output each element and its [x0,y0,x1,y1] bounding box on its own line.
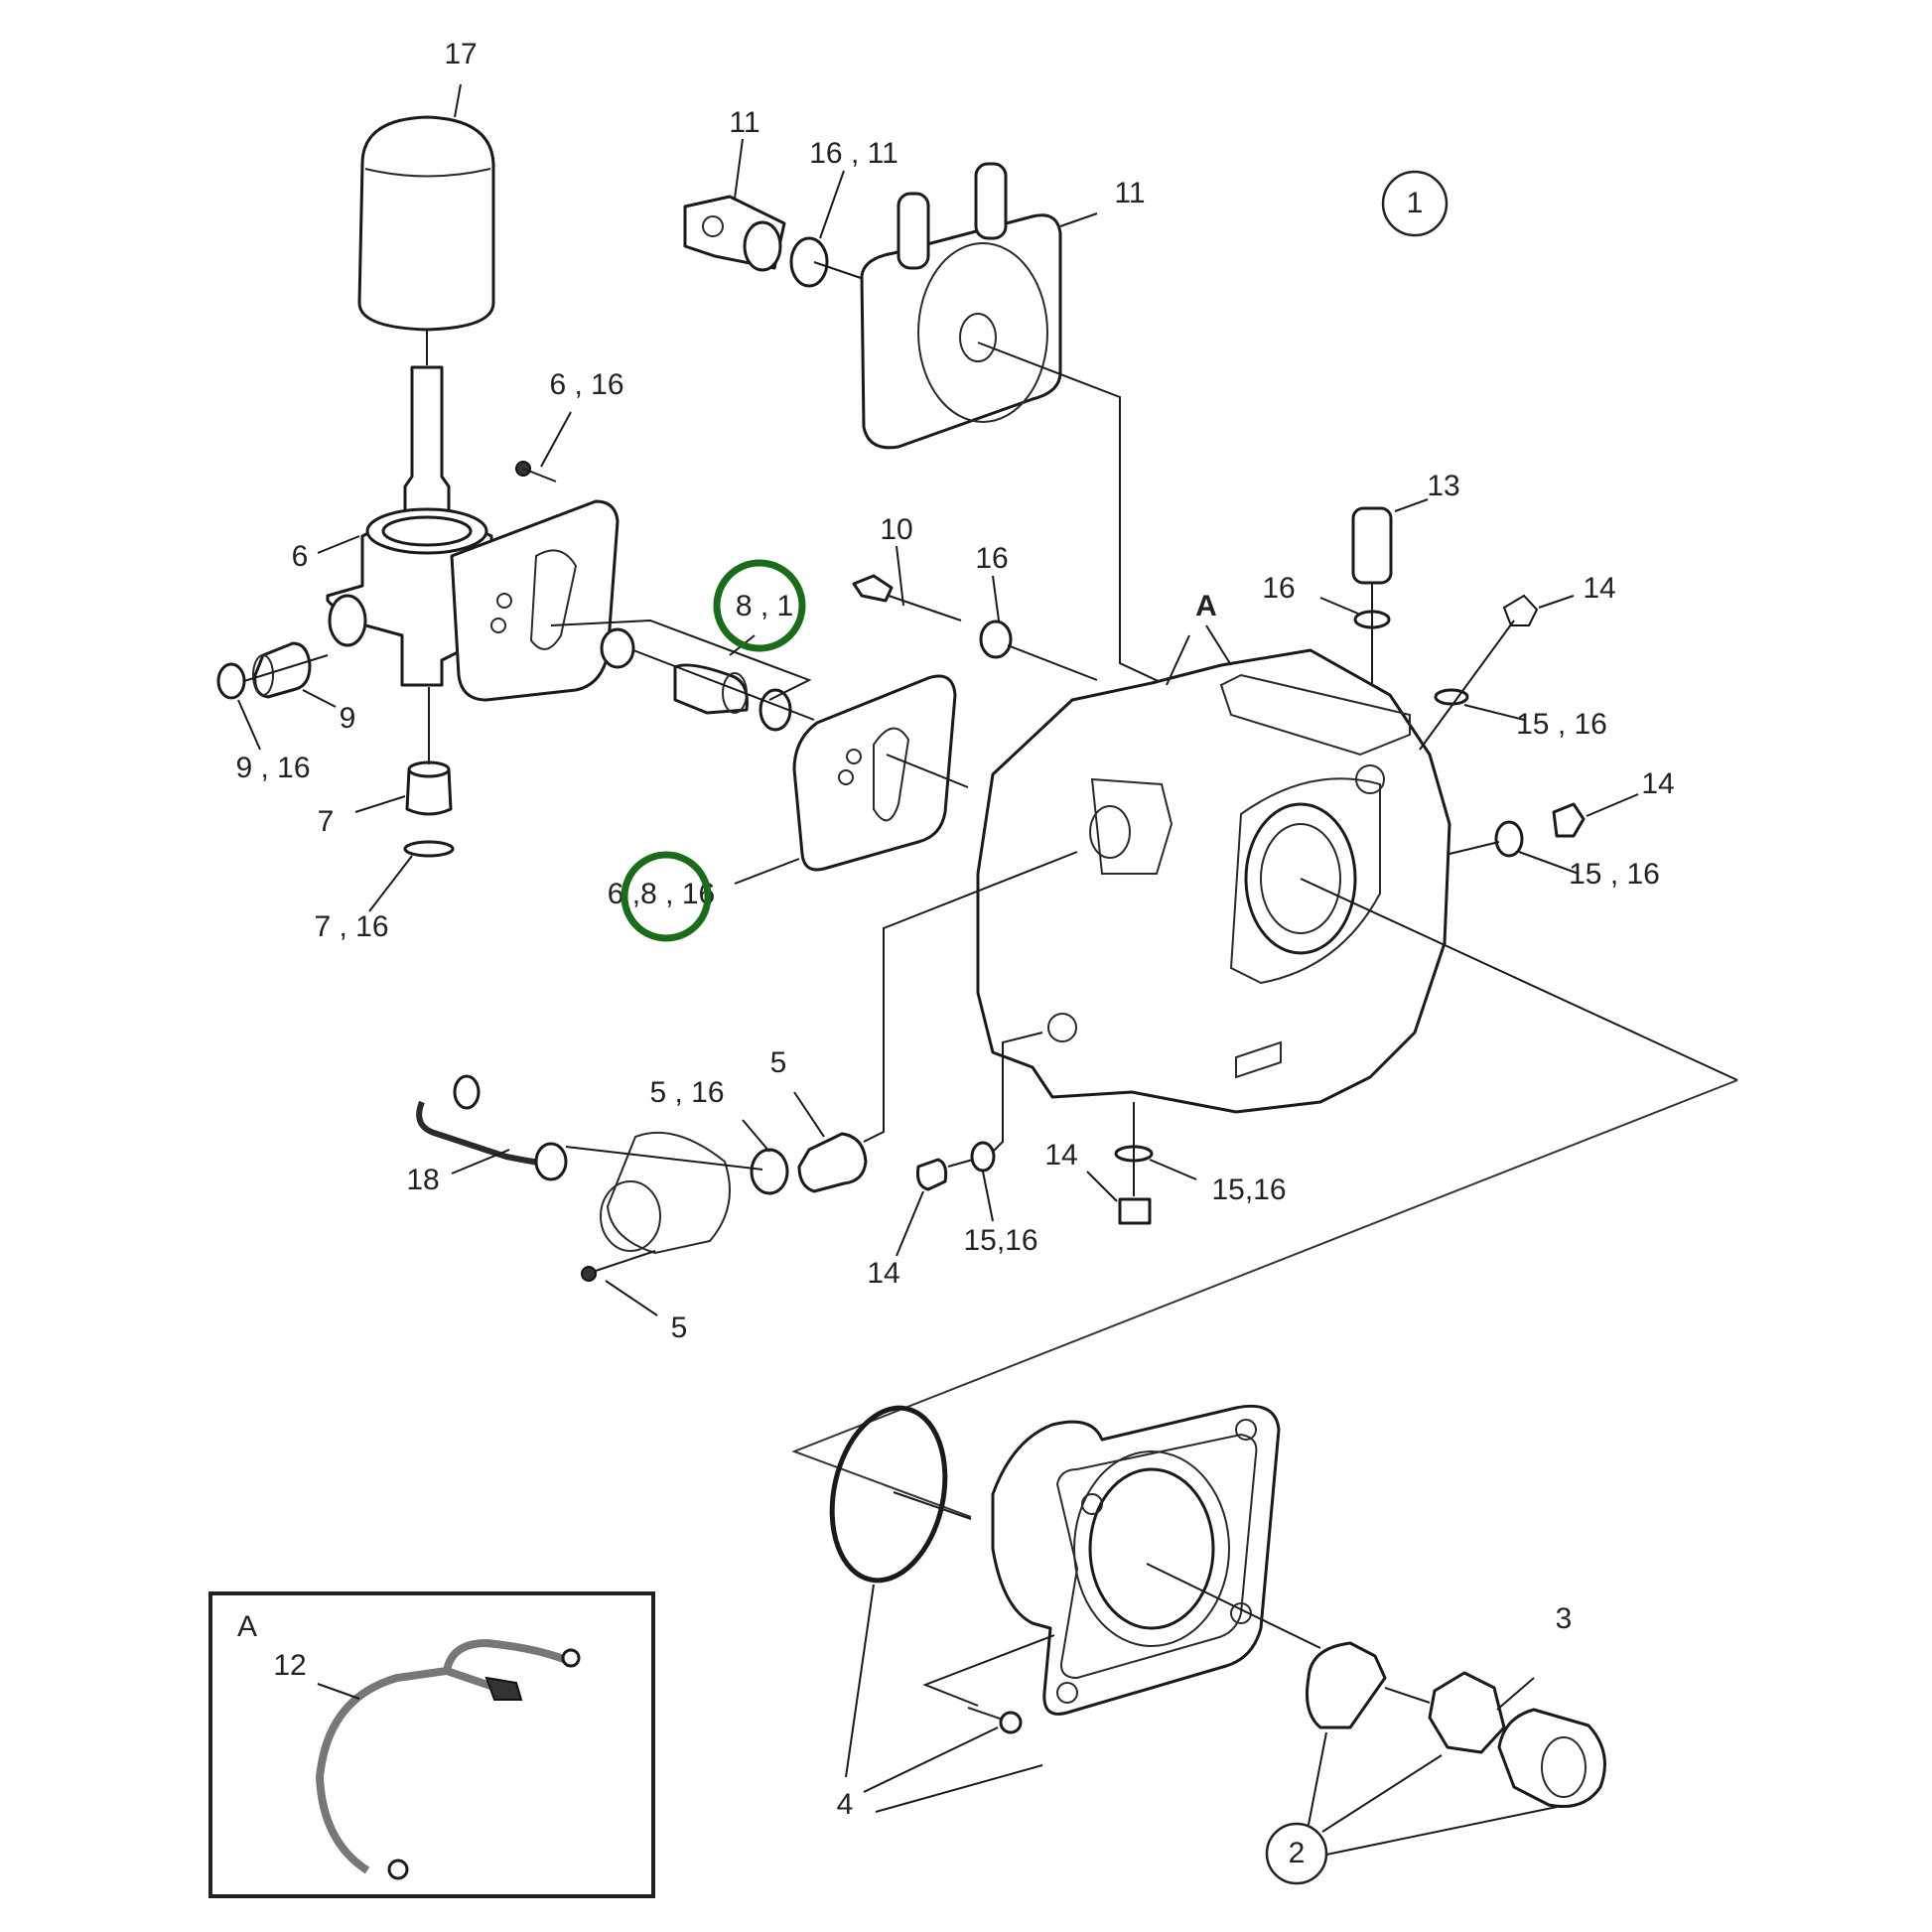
callout-11-cooler: 11 [1114,177,1145,209]
oring-4-part [829,1405,948,1584]
callout-6-16: 6 , 16 [549,368,623,401]
sensor-10-part [852,574,1013,659]
callout-8-16: 8 , 1 [736,590,793,622]
callout-7: 7 [318,805,335,838]
relief-valve-8-part [600,627,792,732]
callout-7-16: 7 , 16 [314,910,388,943]
oil-filter-part [357,115,495,528]
oil-cooler-part [860,162,1062,450]
inset-callout-12: 12 [273,1649,306,1682]
highlight-circle-8-16 [713,559,806,652]
callout-14-top: 14 [1583,572,1615,605]
inset-label-A: A [237,1610,257,1643]
callout-9: 9 [340,702,356,735]
pump-housing-part [976,648,1451,1114]
callout-5-upper: 5 [770,1046,787,1079]
coupling-hub-part [1306,1641,1606,1808]
callout-10: 10 [880,513,912,546]
bolt-4-part [967,1707,1023,1734]
adapter-flange-part [991,1404,1281,1716]
plug-14-lower-part [916,1141,1154,1225]
inset-frame [208,1591,655,1898]
callout-15-16-right: 15 , 16 [1569,858,1660,891]
banjo-bolt-11-part [683,195,829,288]
ref-badge-1-circle [1381,170,1449,237]
solenoid-5-part [581,1131,868,1282]
valve-7-part [403,760,455,858]
callout-15-16-lower: 15,16 [963,1224,1037,1257]
callout-16-sensor13: 16 [1262,572,1295,605]
callout-4: 4 [837,1788,854,1821]
callout-14-drain: 14 [1044,1139,1077,1172]
cover-plate-part [792,674,957,872]
callout-15-16-top: 15 , 16 [1516,708,1607,741]
wire-harness-12-part [315,1638,581,1880]
callout-9-16: 9 , 16 [235,752,310,784]
callout-13: 13 [1427,470,1459,502]
callout-17: 17 [444,38,477,70]
ref-badge-1: 1 [1407,187,1424,219]
callout-14-right: 14 [1641,767,1674,800]
bolt-part [515,461,557,483]
plug-9-part [216,641,312,700]
callout-11-banjo: 11 [729,106,759,139]
ref-badge-2: 2 [1289,1837,1306,1869]
plug-14-part [1434,594,1586,858]
callout-16-11: 16 , 11 [809,137,898,170]
callout-6: 6 [292,540,309,573]
filter-head-part [326,499,620,702]
callout-15-16-drain: 15,16 [1211,1173,1286,1206]
callout-3: 3 [1556,1602,1573,1635]
callout-5-16: 5 , 16 [649,1076,724,1109]
callout-18: 18 [406,1164,439,1196]
wire-18-part [416,1074,568,1181]
callout-5-lower: 5 [671,1311,688,1344]
highlight-circle-6-8-16 [621,851,712,942]
callout-14-lower: 14 [867,1257,899,1290]
callout-16-sensor: 16 [975,542,1008,575]
ref-badge-2-circle [1265,1822,1328,1885]
callout-A: A [1195,590,1217,622]
